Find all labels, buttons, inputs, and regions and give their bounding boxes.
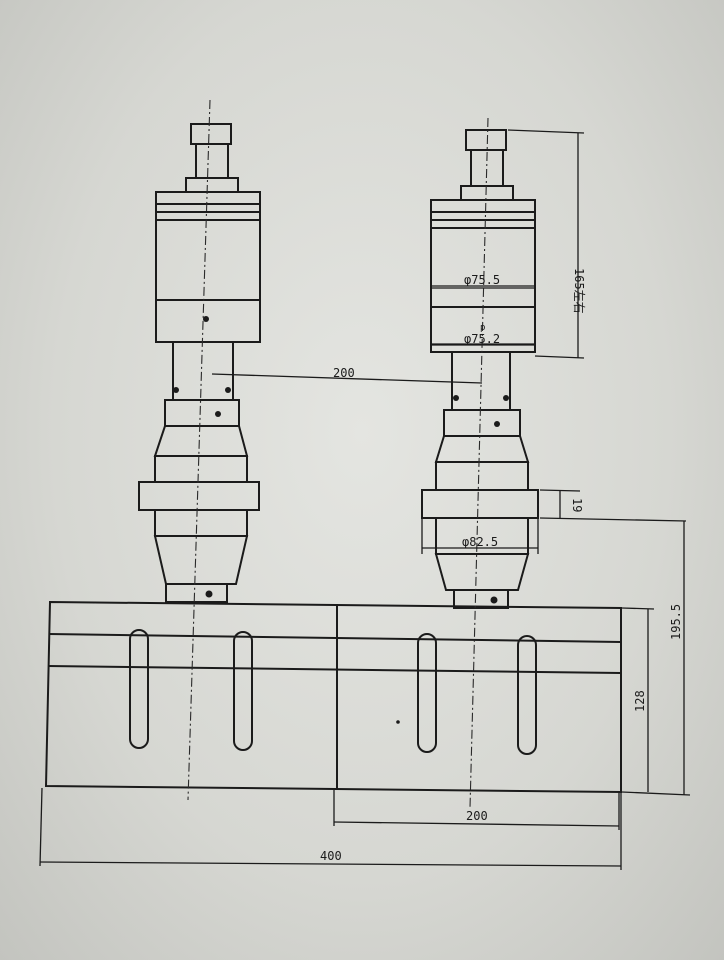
left-neck — [172, 341, 234, 401]
dim-spacing-bottom: 200 — [466, 809, 488, 823]
right-booster-top — [443, 409, 521, 437]
left-center-line — [187, 99, 211, 801]
right-connector-base — [460, 185, 514, 201]
slot-1 — [129, 629, 149, 749]
right-booster-body — [435, 461, 529, 491]
left-flange — [138, 481, 260, 511]
right-horn-taper — [434, 553, 530, 591]
left-horn-stud — [165, 583, 228, 603]
dim-mark-p: p — [480, 323, 485, 333]
left-connector-base — [185, 177, 239, 193]
right-center-line — [469, 117, 489, 809]
slot-2 — [233, 631, 253, 751]
dim-booster-height: 165左右 — [572, 268, 587, 314]
left-horn-taper — [153, 535, 249, 585]
right-transducer-assembly — [421, 129, 539, 609]
right-connector-cap — [465, 129, 507, 151]
dim-flange-thickness: 19 — [570, 498, 584, 512]
slot-4 — [517, 635, 537, 755]
dim-dia-flange: φ82.5 — [462, 535, 498, 549]
left-booster-taper — [153, 425, 249, 457]
left-booster-body — [154, 455, 248, 483]
right-booster-taper — [434, 435, 530, 463]
left-booster-top — [164, 399, 240, 427]
horn-block — [44, 600, 622, 794]
dimension-lines — [39, 129, 691, 870]
dim-spacing-top: 200 — [333, 366, 355, 380]
dim-dia-lower: φ75.2 — [464, 332, 500, 346]
dim-dia-upper: φ75.5 — [464, 273, 500, 287]
left-connector-cap — [190, 123, 232, 145]
left-transducer-assembly — [138, 123, 261, 603]
dim-total-width: 400 — [320, 849, 342, 863]
left-booster-lower — [154, 509, 248, 537]
dim-height-total: 195.5 — [669, 604, 683, 640]
right-flange — [421, 489, 539, 519]
horn-block-outline — [44, 600, 622, 794]
slot-3 — [417, 633, 437, 753]
left-connector-shaft — [195, 143, 229, 179]
dim-height-block: 128 — [633, 690, 647, 712]
right-horn-stud — [453, 589, 509, 609]
